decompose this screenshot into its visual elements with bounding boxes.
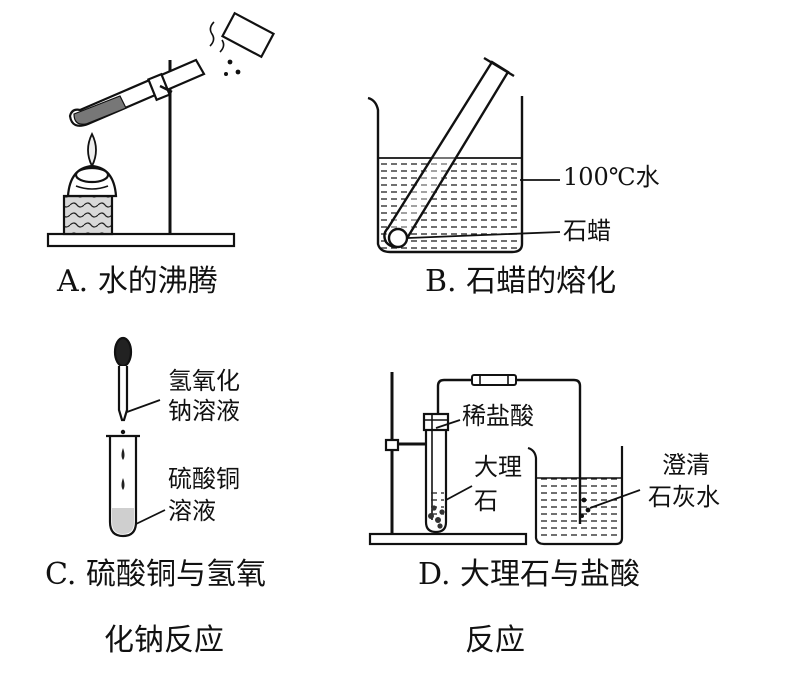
caption-d-line2: 反应 [465,623,525,658]
limewater-beaker [527,446,624,546]
label-cuso4-line2: 溶液 [168,497,216,525]
glass-plate [220,11,276,59]
panel-d-apparatus [368,372,641,546]
label-marble-line2: 石 [474,487,498,515]
label-cuso4-line1: 硫酸铜 [168,465,240,493]
panel-a-apparatus [46,11,276,248]
dropper-bulb [113,336,133,368]
caption-c-line2: 化钠反应 [104,623,224,658]
caption-b: B. 石蜡的熔化 [425,264,617,299]
marble-chips [428,505,445,529]
tube-clamp [146,72,172,102]
iron-stand-base [46,232,236,248]
label-naoh-line2: 钠溶液 [168,397,240,425]
wax [387,227,409,249]
label-wax: 石蜡 [563,217,611,245]
limewater [536,478,622,540]
panel-c-apparatus [106,336,166,538]
label-limewater-line2: 石灰水 [648,483,720,511]
flame [87,131,97,169]
rubber-connector [471,374,517,386]
wood-block [62,194,114,236]
label-limewater-line1: 澄清 [662,451,710,479]
label-naoh-line1: 氢氧化 [168,367,240,395]
label-hot-water: 100℃水 [563,163,660,191]
label-marble-line1: 大理 [474,453,522,481]
caption-c-line1: C. 硫酸铜与氢氧 [45,557,266,592]
caption-d-line1: D. 大理石与盐酸 [418,557,641,592]
beaker [367,96,524,254]
label-dilute-hcl: 稀盐酸 [462,402,534,430]
stand-base [368,532,528,546]
caption-a: A. 水的沸腾 [57,264,218,299]
panel-b-apparatus [367,56,561,254]
steam [209,21,215,47]
dropper [117,366,129,422]
